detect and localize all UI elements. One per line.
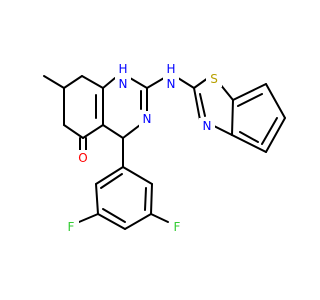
- bond-c7-methyl: [43, 75, 65, 89]
- bond-c7a-c3a: [231, 99, 234, 136]
- bond-c6b-c5b: [265, 117, 286, 153]
- thiazole-n-label: N: [203, 119, 212, 133]
- bond-n-c2prime-double: [199, 93, 206, 117]
- bond-c7-c6b: [265, 83, 286, 119]
- bond-c5b-c4b: [231, 134, 267, 153]
- bonds: [43, 75, 286, 230]
- atom-labels: H N N H N S N O F F: [63, 62, 222, 235]
- bond-c1-c2-inner: [100, 173, 123, 189]
- bond-c3a-c4b-inner: [239, 131, 259, 143]
- bond-c3-f: [78, 213, 99, 223]
- bond-c5-c6: [150, 183, 153, 215]
- bond-c6-c5: [63, 124, 84, 139]
- bond-c2-nh: [146, 77, 165, 89]
- bond-c2prime-s: [193, 77, 209, 89]
- bond-n-c2prime: [193, 87, 201, 121]
- bond-n1-c2: [129, 77, 148, 89]
- bond-c5-c6-inner: [144, 187, 147, 211]
- bond-c5-c4a: [82, 124, 104, 139]
- bond-c3a-n: [213, 125, 233, 136]
- n3-atom-label: N: [143, 112, 152, 126]
- bond-c2-c3: [95, 183, 99, 215]
- h-atom-label: H: [118, 62, 127, 76]
- molecule-diagram: H N N H N S N O F F: [43, 62, 286, 235]
- bond-c8a-c8: [81, 75, 104, 89]
- bond-c4-c5: [124, 213, 152, 230]
- n1-atom-label: N: [119, 77, 128, 91]
- bond-c3-c4: [97, 213, 126, 230]
- bond-c7a-c7-inner: [237, 93, 263, 107]
- ketone-o-label: O: [78, 151, 87, 165]
- bond-nh-c2prime: [177, 77, 195, 89]
- bond-c5-f: [150, 213, 169, 223]
- nh-link-n-label: N: [167, 77, 176, 91]
- bond-c1-c2: [95, 166, 124, 185]
- molecule-structure: H N N H N S N O F F: [43, 62, 286, 235]
- bond-c7a-c7: [232, 83, 267, 101]
- nh-link-h-label: H: [166, 62, 175, 76]
- fluorine-right-label: F: [174, 220, 181, 234]
- bond-c8-c7: [63, 75, 83, 89]
- thiazole-s-label: S: [210, 72, 218, 86]
- bond-s-c7a: [219, 83, 234, 101]
- bond-c6b-c5b-inner: [261, 117, 278, 145]
- bond-n3-c4: [122, 124, 141, 139]
- fluorine-left-label: F: [68, 220, 75, 234]
- bond-c6-c1: [122, 166, 153, 185]
- bond-c8a-n1: [102, 77, 116, 89]
- bond-c4-c4a: [102, 124, 124, 139]
- bond-c3-c4-inner: [102, 208, 126, 223]
